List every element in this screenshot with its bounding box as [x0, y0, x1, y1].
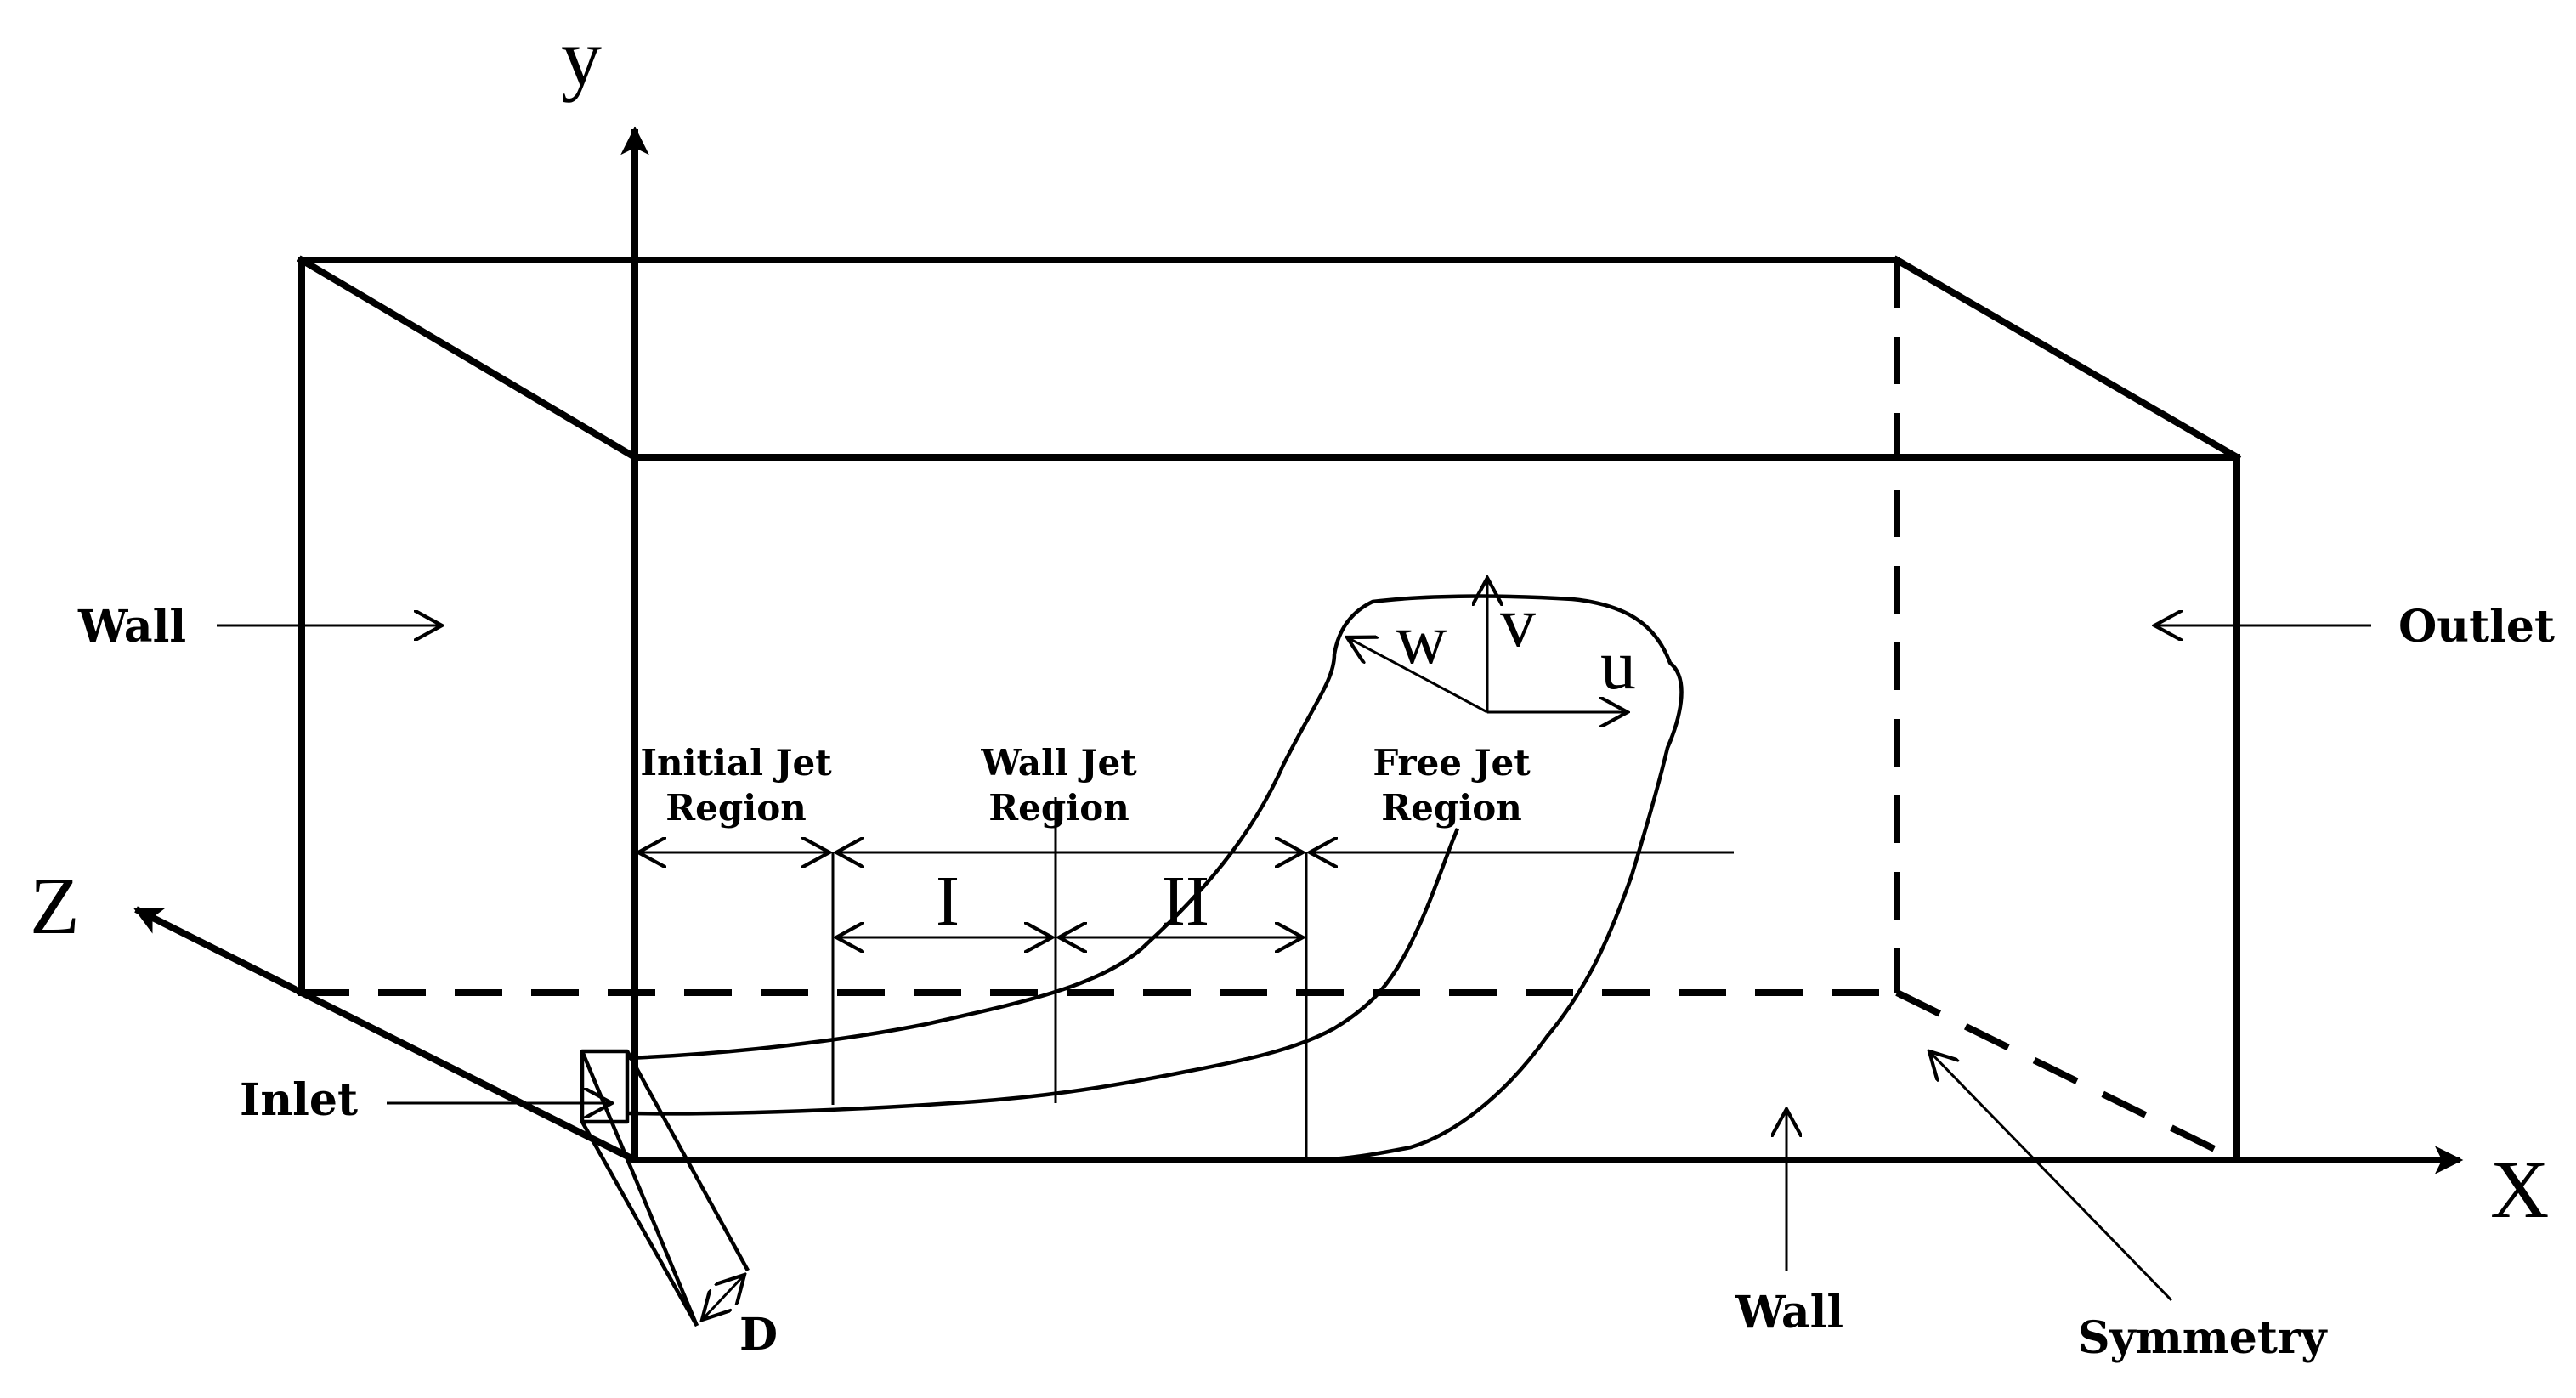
inlet-pipe: D [580, 1049, 778, 1361]
v-label: v [1500, 583, 1536, 662]
velocity-vectors: w v u [1347, 578, 1636, 712]
inlet-pipe-diagonal-b [626, 1050, 750, 1272]
inlet-pipe-diagonal-c [580, 1120, 699, 1327]
free-region-label-line2: Region [1381, 787, 1522, 829]
outlet-label: Outlet [2398, 601, 2555, 653]
diameter-arrow [702, 1275, 744, 1320]
z-axis-label: Z [30, 860, 80, 951]
u-label: u [1600, 625, 1636, 705]
symmetry-label: Symmetry [2078, 1312, 2328, 1364]
x-axis-label: X [2490, 1144, 2549, 1235]
jet-plume [626, 594, 1684, 1163]
top-left-connector [297, 255, 640, 462]
top-right-connector [1892, 255, 2242, 462]
region-markers: Initial Jet Region Wall Jet Region Free … [638, 742, 1734, 1160]
free-region-label-line1: Free Jet [1373, 742, 1531, 784]
domain-box [297, 255, 2242, 1163]
inlet-pipe-diagonal-a [580, 1050, 699, 1327]
bottom-right-connector [1895, 989, 2239, 1163]
initial-region-label-line1: Initial Jet [640, 742, 832, 784]
w-vector [1347, 637, 1488, 714]
initial-region-label-line2: Region [665, 787, 807, 829]
sub-region-one-label: I [936, 862, 960, 941]
boundary-labels: Wall Outlet Inlet Wall Symmetry [77, 601, 2555, 1364]
jet-outer-boundary [626, 594, 1684, 1163]
wall-region-label-line2: Region [988, 787, 1129, 829]
inlet-label: Inlet [240, 1074, 358, 1126]
y-axis-label: y [561, 12, 602, 103]
sub-region-two-label: II [1162, 862, 1209, 941]
coordinate-axes: y X Z [30, 12, 2549, 1235]
inlet-pipe-square [580, 1049, 630, 1124]
symmetry-arrow [1929, 1051, 2173, 1302]
jet-inner-boundary [626, 828, 1460, 1116]
wall-bottom-label: Wall [1735, 1287, 1843, 1339]
z-axis-arrow [133, 906, 637, 1163]
wall-region-label-line1: Wall Jet [980, 742, 1137, 784]
wall-left-label: Wall [77, 601, 186, 653]
w-label: w [1396, 600, 1447, 679]
diameter-label: D [739, 1309, 778, 1361]
